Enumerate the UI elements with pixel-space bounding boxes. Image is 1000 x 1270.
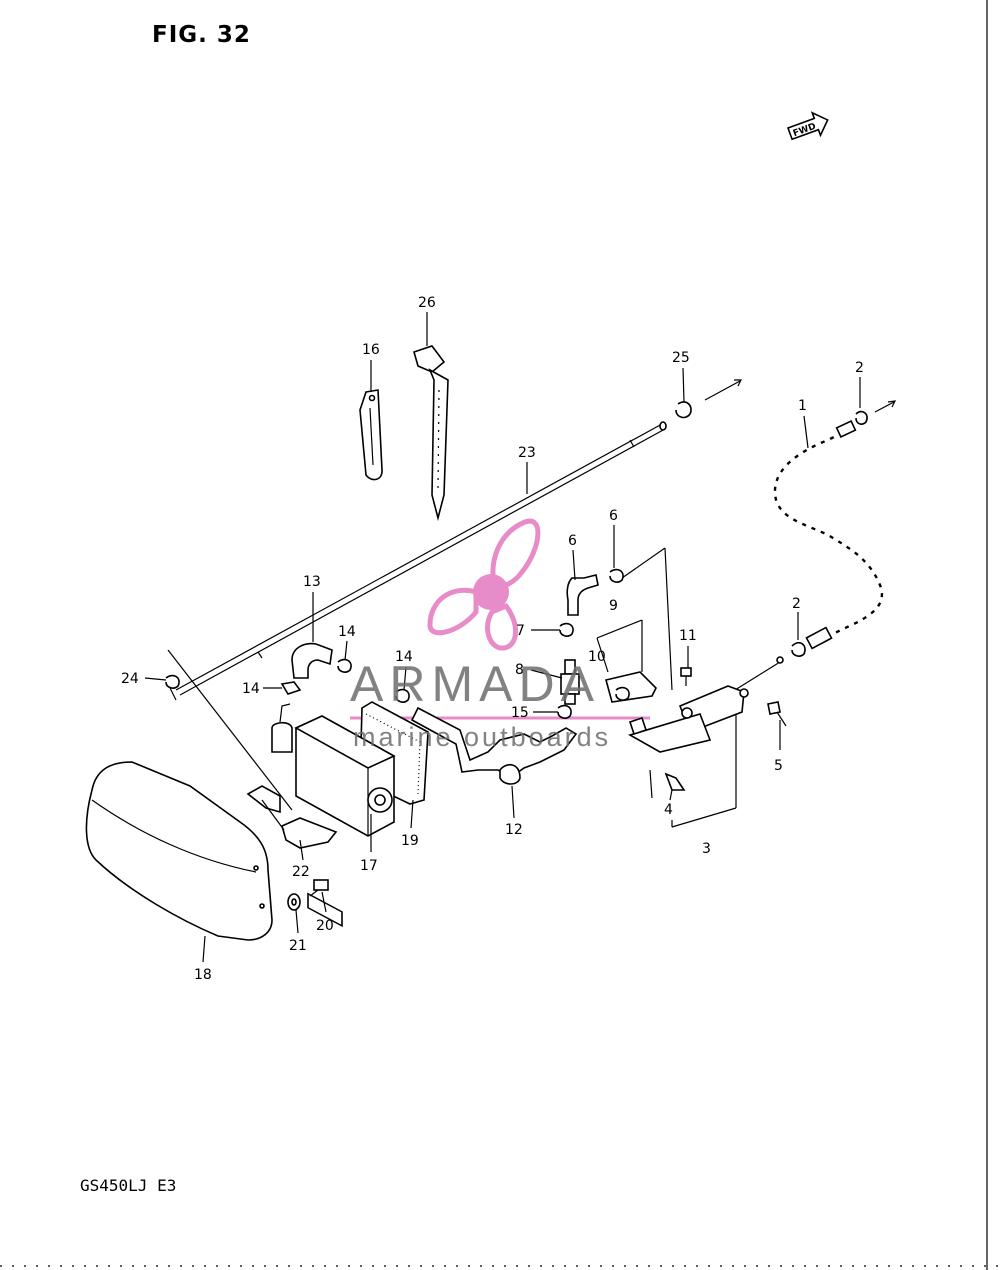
screw <box>680 667 692 686</box>
canister <box>271 703 396 928</box>
hose-elbow <box>291 642 333 679</box>
callout-11: 11 <box>679 628 697 644</box>
cable-band <box>359 389 383 481</box>
leader-lines <box>144 312 861 963</box>
callout-9: 9 <box>609 598 618 614</box>
callout-8: 8 <box>515 662 524 678</box>
throttle-cable <box>772 420 885 650</box>
canister-bracket <box>627 656 784 753</box>
callout-7-upper: 6 <box>609 508 618 524</box>
fwd-arrow-icon: FWD <box>786 111 829 141</box>
hose-clamp <box>165 674 180 701</box>
callout-25: 25 <box>672 350 690 366</box>
washer <box>287 893 301 911</box>
canister-clamp <box>246 785 338 849</box>
callout-4: 4 <box>664 802 673 818</box>
callout-10: 10 <box>588 649 606 665</box>
watermark-propeller-logo <box>350 518 650 720</box>
callout-13: 13 <box>303 574 321 590</box>
model-code: GS450LJ E3 <box>80 1176 177 1195</box>
clip <box>280 681 302 695</box>
callout-21: 21 <box>289 938 307 954</box>
figure-title: FIG. 32 <box>152 22 251 48</box>
callout-16: 16 <box>362 342 380 358</box>
cable-clip-upper <box>855 400 897 425</box>
callout-19: 19 <box>401 833 419 849</box>
bracket-leader <box>671 715 737 828</box>
valve-holder <box>605 671 657 703</box>
callout-18: 18 <box>194 967 212 983</box>
callout-1: 1 <box>798 398 807 414</box>
callout-14-a: 14 <box>338 624 356 640</box>
holder-clip <box>615 686 630 701</box>
cover-screw <box>309 879 329 897</box>
vacuum-hose-elbow <box>566 574 599 616</box>
purge-hose <box>410 706 578 785</box>
cable-clip-lower <box>791 641 806 657</box>
callout-3: 3 <box>702 841 711 857</box>
canister-cover <box>85 761 273 941</box>
callout-14-c: 15 <box>511 705 529 721</box>
callout-7-lower: 7 <box>516 623 525 639</box>
callout-2-upper: 2 <box>855 360 864 376</box>
hose-clamp-lower <box>559 622 574 637</box>
callout-6: 6 <box>568 533 577 549</box>
callout-26: 26 <box>418 295 436 311</box>
callout-20: 20 <box>316 918 334 934</box>
bolt <box>767 701 787 727</box>
pipe-clamp <box>675 379 742 419</box>
assembly-guide-line <box>167 649 293 811</box>
watermark-subtitle: marine outboards <box>353 722 612 752</box>
callout-17: 17 <box>360 858 378 874</box>
breather-pipe <box>175 421 667 696</box>
callout-15: 14 <box>242 681 260 697</box>
callout-23: 23 <box>518 445 536 461</box>
cable-tie <box>413 345 449 522</box>
hose-clamp-c <box>557 704 572 719</box>
watermark-title: ARMADA <box>350 656 600 712</box>
check-valve <box>560 659 580 705</box>
hose-clamp-upper <box>609 568 624 583</box>
bracket-clip <box>664 772 686 791</box>
callout-5-num: 5 <box>774 758 783 774</box>
callout-14-b: 14 <box>395 649 413 665</box>
callout-2-lower: 2 <box>792 596 801 612</box>
callout-labels: 26 16 25 2 1 23 6 6 9 7 2 11 10 8 15 13 … <box>121 295 864 983</box>
callout-22: 22 <box>292 864 310 880</box>
callout-12: 12 <box>505 822 523 838</box>
callout-24: 24 <box>121 671 139 687</box>
hose-clamp-b <box>395 688 410 703</box>
assembly-guide-lines <box>596 547 673 799</box>
